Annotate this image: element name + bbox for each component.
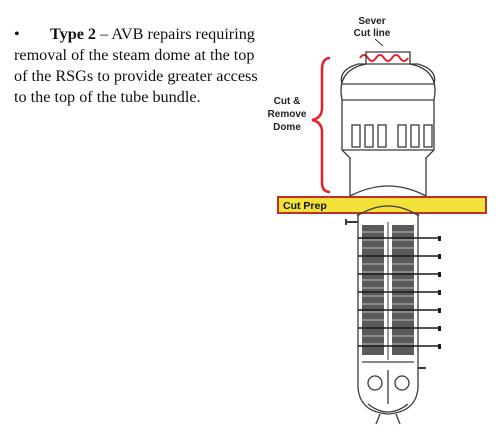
cut-prep-band [277,196,487,214]
steam-dome [340,51,436,197]
cut-remove-line1: Cut & [274,96,301,107]
cut-remove-line2: Remove [268,109,307,120]
dash: – [96,25,112,43]
type-label: Type 2 [50,25,97,43]
sever-label-line1: Sever [358,16,385,27]
bullet-paragraph: • Type 2 – AVB repairs requiring removal … [14,24,264,108]
sever-cut-line [359,54,409,62]
cut-prep-label: Cut Prep [283,200,327,212]
sever-label-line2: Cut line [354,28,391,39]
cut-remove-line3: Dome [273,122,301,133]
bullet-body: AVB repairs requiring removal of the ste… [14,25,258,106]
tube-bundle [358,222,441,360]
bottom-head [362,361,414,425]
dome-bracket [311,56,331,194]
lower-shell [345,205,426,415]
sever-pointer [374,38,384,47]
bullet-marker: • [14,25,20,43]
